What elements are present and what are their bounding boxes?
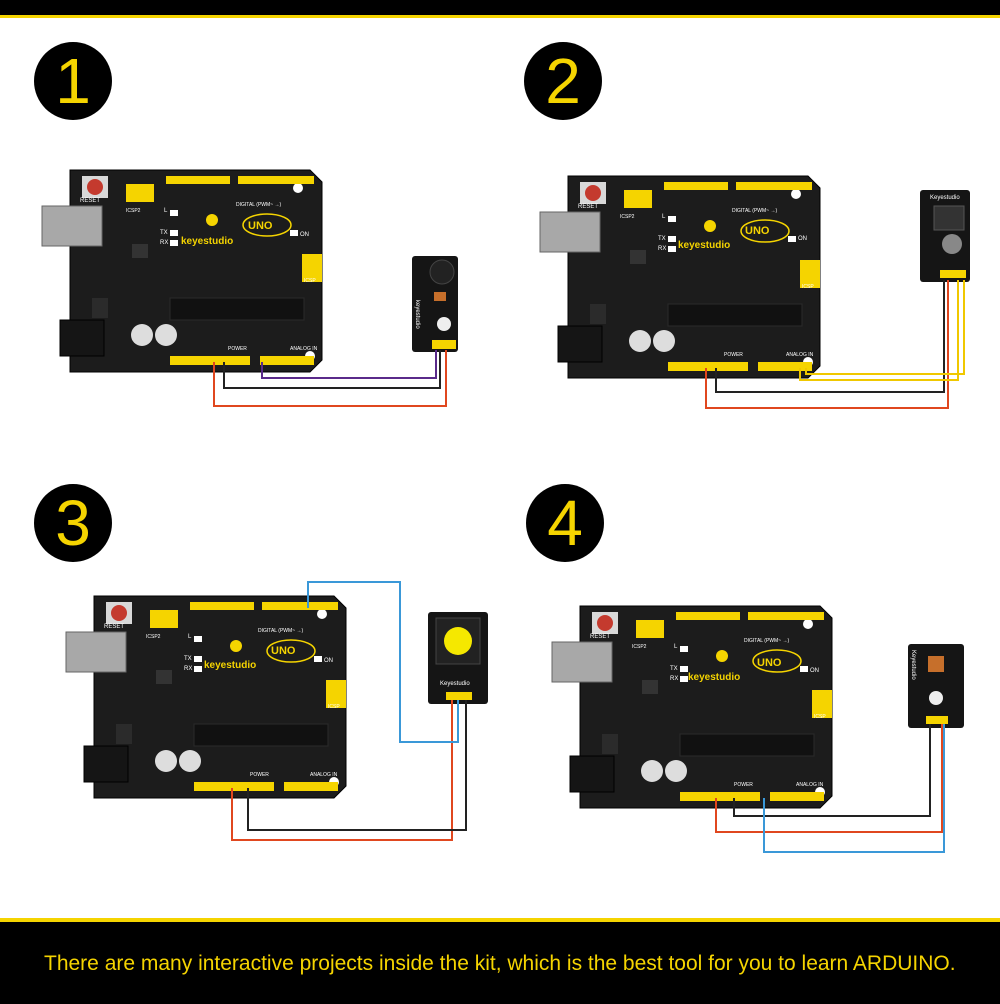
digital-label-4: DIGITAL (PWM~ →) bbox=[744, 638, 789, 644]
analog-label-2: ANALOG IN bbox=[786, 352, 814, 358]
top-bar bbox=[0, 0, 1000, 18]
wire-red-2 bbox=[705, 280, 949, 409]
step-badge-4: 4 bbox=[526, 484, 604, 562]
analog-label-4: ANALOG IN bbox=[796, 782, 824, 788]
wire-black-4 bbox=[733, 724, 931, 817]
led-rx-label-4: RX bbox=[670, 676, 678, 682]
panel-2: RESET ICSP2 DIGITAL (PWM~ →) L TX RX ON … bbox=[539, 175, 970, 409]
caption-bar bbox=[0, 918, 1000, 1004]
module-label-2: Keyestudio bbox=[930, 195, 960, 201]
module-label-4: Keyestudio bbox=[910, 650, 916, 680]
led-tx-label-1: TX bbox=[160, 230, 168, 236]
module-label-1: keyestudio bbox=[414, 300, 420, 329]
on-label-2: ON bbox=[798, 236, 807, 242]
icsp2-label-1: ICSP2 bbox=[126, 208, 141, 214]
panel-3: RESET ICSP2 DIGITAL (PWM~ →) L TX RX ON … bbox=[65, 581, 488, 841]
panel-1: RESET ICSP2 DIGITAL (PWM~ →) L TX RX ON … bbox=[41, 169, 458, 407]
led-tx-label-2: TX bbox=[658, 236, 666, 242]
step-badge-3: 3 bbox=[34, 484, 112, 562]
led-tx-label-4: TX bbox=[670, 666, 678, 672]
icsp2-label-3: ICSP2 bbox=[146, 634, 161, 640]
reset-label-1: RESET bbox=[80, 198, 100, 204]
brand-label-4: keyestudio bbox=[688, 672, 740, 683]
module-label-3: Keyestudio bbox=[440, 681, 470, 687]
digital-label-3: DIGITAL (PWM~ →) bbox=[258, 628, 303, 634]
wire-red-1 bbox=[213, 350, 447, 407]
led-rx-label-1: RX bbox=[160, 240, 168, 246]
model-label-1: UNO bbox=[248, 220, 273, 232]
reset-label-4: RESET bbox=[590, 634, 610, 640]
wire-black-1 bbox=[223, 350, 441, 389]
icsp2-label-2: ICSP2 bbox=[620, 214, 635, 220]
on-label-1: ON bbox=[300, 232, 309, 238]
power-label-1: POWER bbox=[228, 346, 247, 352]
wire-red-4 bbox=[715, 724, 943, 833]
wire-yellow-b-2 bbox=[805, 280, 965, 375]
model-label-2: UNO bbox=[745, 225, 770, 237]
photocell-module bbox=[908, 644, 964, 728]
power-label-2: POWER bbox=[724, 352, 743, 358]
caption-text: There are many interactive projects insi… bbox=[44, 952, 956, 975]
wire-blue-4 bbox=[763, 724, 945, 853]
reset-label-3: RESET bbox=[104, 624, 124, 630]
model-label-3: UNO bbox=[271, 645, 296, 657]
wire-purple-1 bbox=[261, 350, 437, 379]
power-label-3: POWER bbox=[250, 772, 269, 778]
analog-label-1: ANALOG IN bbox=[290, 346, 318, 352]
digital-label-2: DIGITAL (PWM~ →) bbox=[732, 208, 777, 214]
wire-black-3 bbox=[247, 700, 467, 831]
led-l-label-3: L bbox=[188, 634, 192, 640]
on-label-3: ON bbox=[324, 658, 333, 664]
on-label-4: ON bbox=[810, 668, 819, 674]
led-l-label-1: L bbox=[164, 208, 168, 214]
icsp-label-4: ICSP bbox=[814, 714, 826, 720]
icsp2-label-4: ICSP2 bbox=[632, 644, 647, 650]
led-tx-label-3: TX bbox=[184, 656, 192, 662]
model-label-4: UNO bbox=[757, 657, 782, 669]
led-l-label-2: L bbox=[662, 214, 666, 220]
step-badge-1: 1 bbox=[34, 42, 112, 120]
analog-label-3: ANALOG IN bbox=[310, 772, 338, 778]
step-badge-2: 2 bbox=[524, 42, 602, 120]
reset-label-2: RESET bbox=[578, 204, 598, 210]
rtc-module bbox=[920, 190, 970, 282]
panel-4: RESET ICSP2 DIGITAL (PWM~ →) L TX RX ON … bbox=[551, 605, 964, 853]
wire-black-2 bbox=[715, 280, 945, 393]
digital-label-1: DIGITAL (PWM~ →) bbox=[236, 202, 281, 208]
icsp-label-1: ICSP bbox=[304, 278, 316, 284]
icsp-label-2: ICSP bbox=[802, 284, 814, 290]
led-rx-label-2: RX bbox=[658, 246, 666, 252]
wire-yellow-a-2 bbox=[799, 280, 959, 381]
led-l-label-4: L bbox=[674, 644, 678, 650]
brand-label-2: keyestudio bbox=[678, 240, 730, 251]
icsp-label-3: ICSP bbox=[328, 704, 340, 710]
power-label-4: POWER bbox=[734, 782, 753, 788]
brand-label-1: keyestudio bbox=[181, 236, 233, 247]
wire-blue-3 bbox=[307, 581, 459, 743]
brand-label-3: keyestudio bbox=[204, 660, 256, 671]
led-rx-label-3: RX bbox=[184, 666, 192, 672]
wire-red-3 bbox=[231, 700, 453, 841]
